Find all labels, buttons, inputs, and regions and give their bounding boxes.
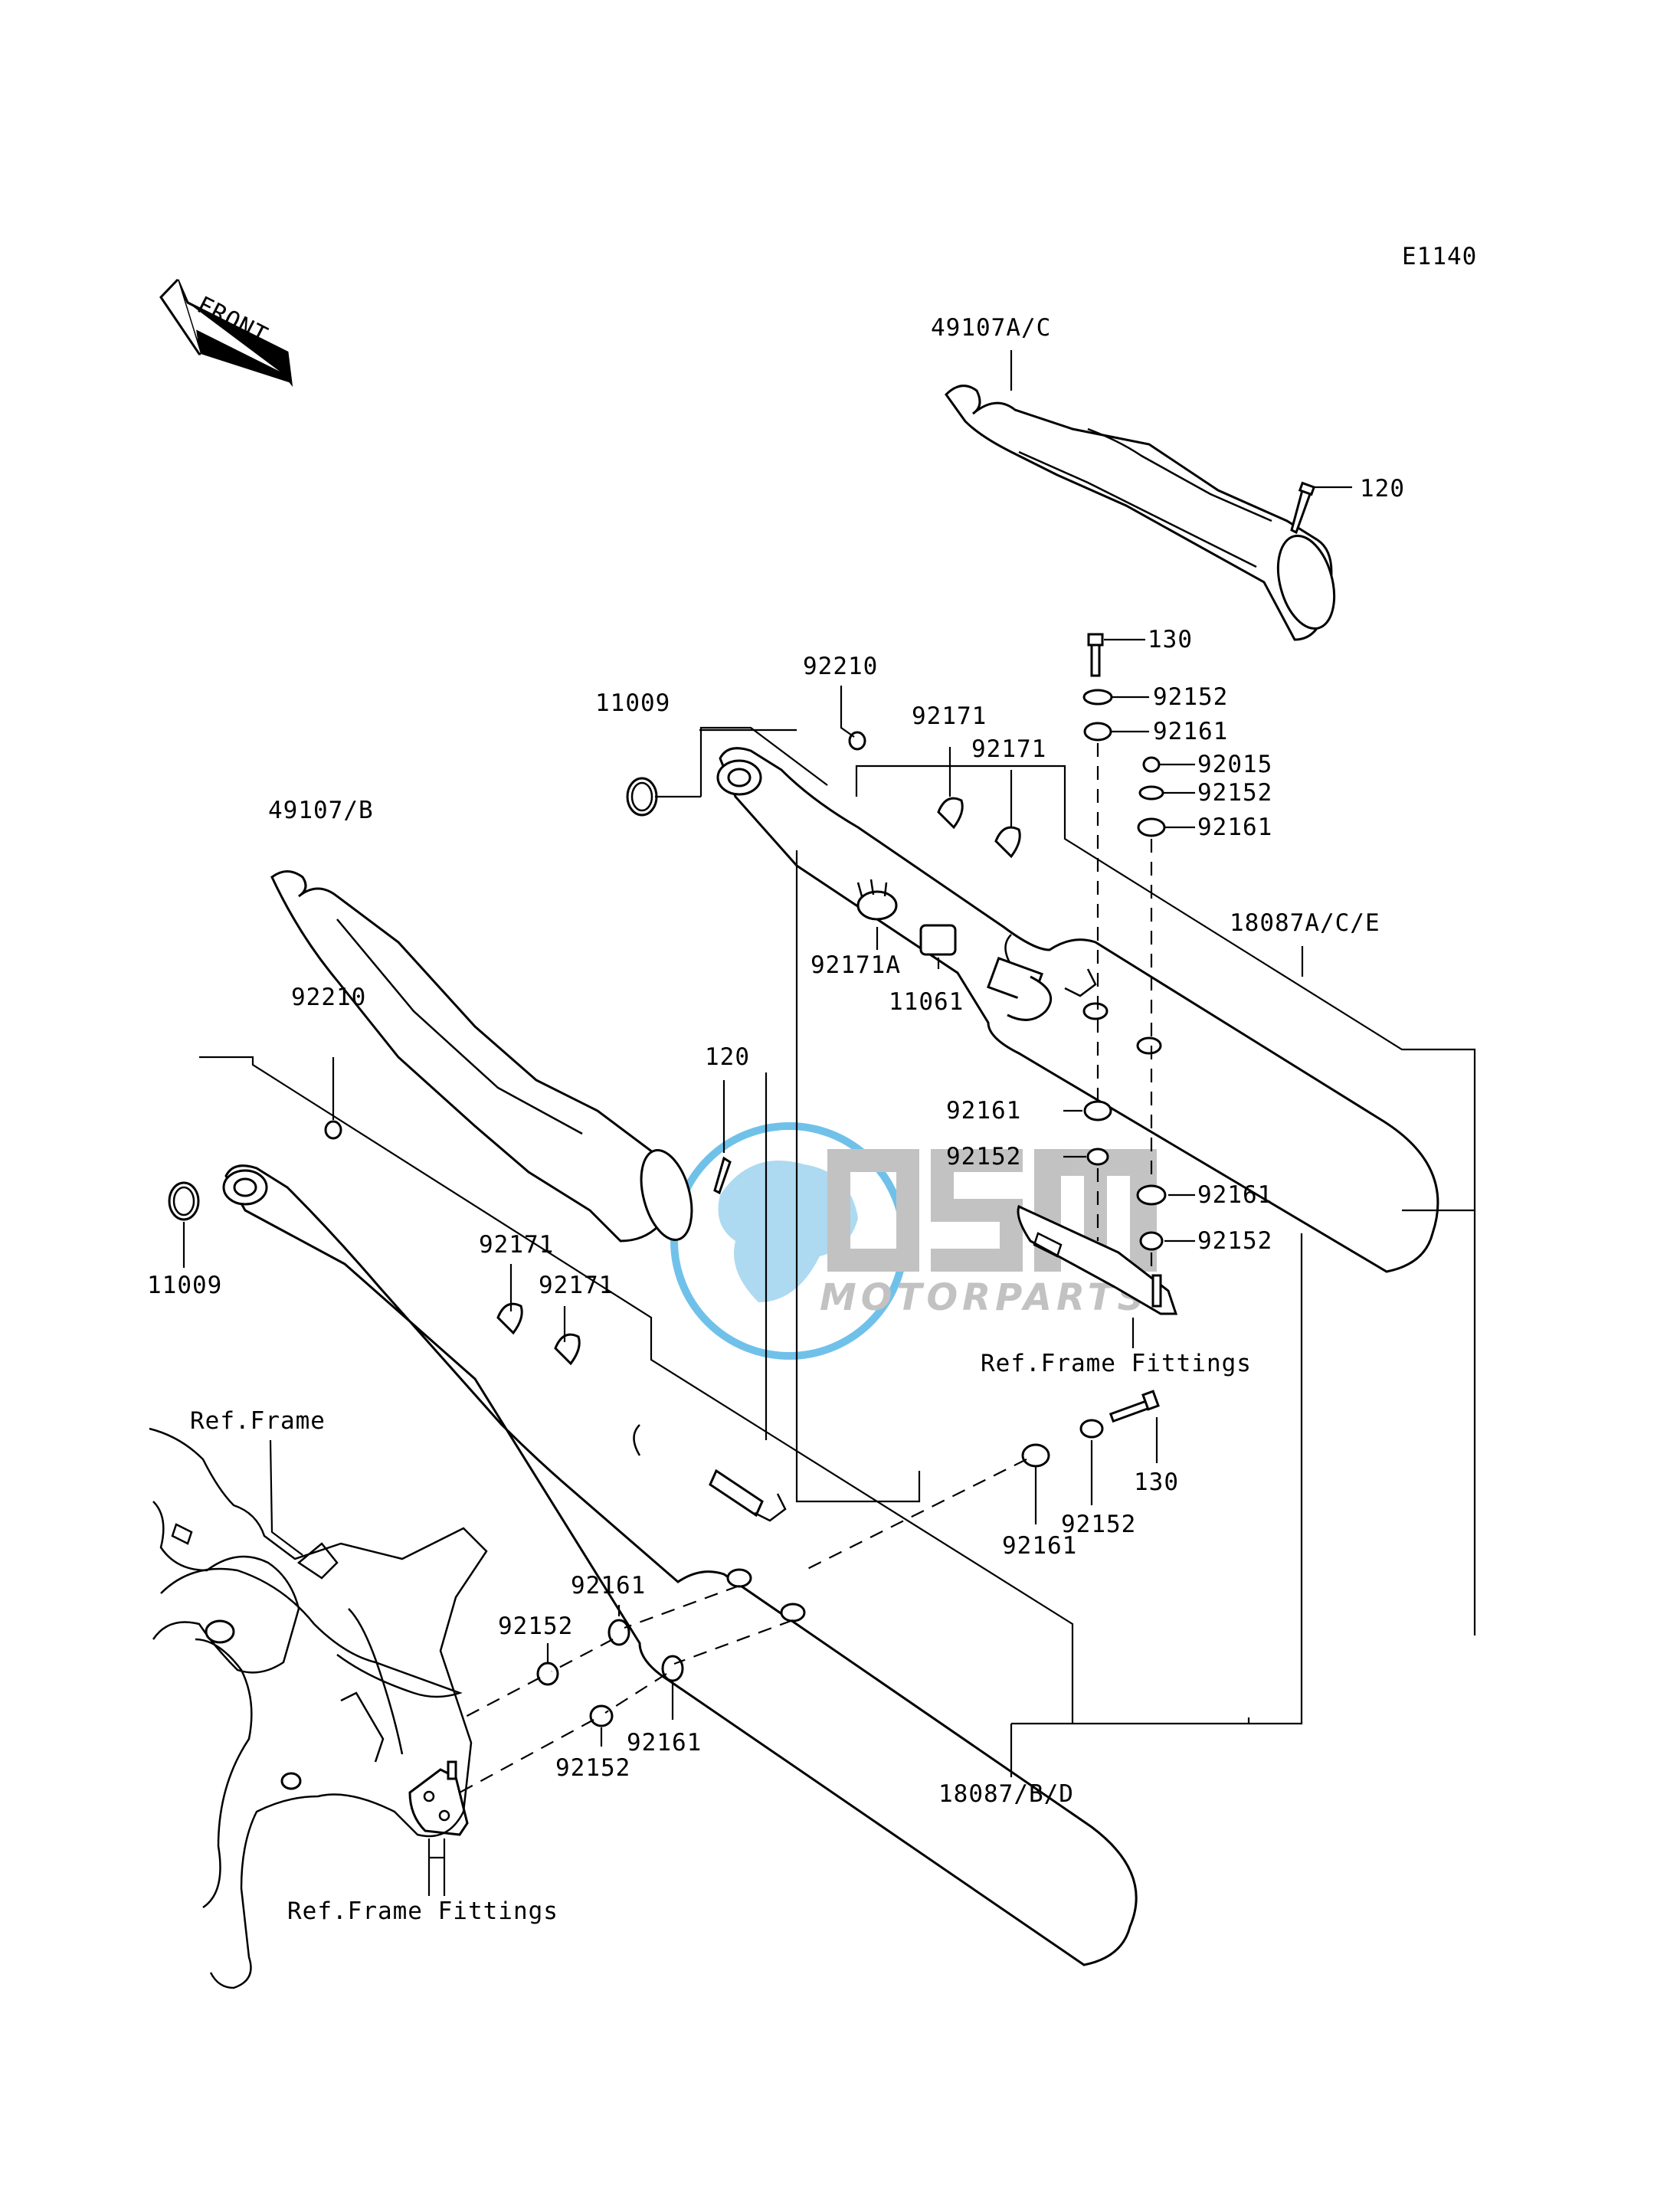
- sleeve-11061: [919, 924, 957, 956]
- muffler-lower: [222, 1164, 1138, 1966]
- washer-92152-d: [1139, 1231, 1164, 1251]
- label-92161-e: 92161: [1002, 1532, 1077, 1560]
- label-92161-a: 92161: [1153, 718, 1228, 745]
- label-92210-left: 92210: [291, 984, 366, 1011]
- screw-120-top: [1290, 481, 1316, 535]
- washer-92152-a: [1082, 689, 1113, 706]
- label-92152-c: 92152: [946, 1143, 1021, 1171]
- label-ref-frame-fittings-left: Ref.Frame Fittings: [287, 1897, 558, 1925]
- gasket-11009-top: [626, 777, 658, 817]
- screw-120-mid: [713, 1156, 732, 1195]
- label-18087bd: 18087/B/D: [938, 1780, 1074, 1808]
- label-92171-c: 92171: [479, 1231, 554, 1259]
- gasket-11009-left: [168, 1181, 200, 1221]
- grommet-92161-c: [1083, 1100, 1112, 1121]
- label-49107b: 49107/B: [268, 797, 374, 824]
- nut-92210-left: [324, 1120, 342, 1140]
- grommet-92161-g: [661, 1655, 684, 1682]
- clamps-92171-upper: [937, 797, 1021, 859]
- bolt-130-bottom: [1109, 1390, 1160, 1423]
- label-92210-top: 92210: [803, 653, 878, 680]
- label-92171-b: 92171: [971, 735, 1046, 763]
- nut-92015: [1142, 756, 1161, 773]
- label-92152-a: 92152: [1153, 683, 1228, 711]
- label-130-top: 130: [1148, 626, 1193, 653]
- label-92171-d: 92171: [539, 1272, 614, 1299]
- label-92161-b: 92161: [1197, 814, 1272, 841]
- label-92152-b: 92152: [1197, 779, 1272, 807]
- heat-shield-upper: [945, 385, 1336, 641]
- label-11009-top: 11009: [595, 689, 670, 717]
- frame-fitting-left: [408, 1760, 469, 1836]
- frame-fitting-right: [1017, 1204, 1178, 1315]
- grommet-92161-b: [1137, 817, 1166, 837]
- washer-92152-e: [1079, 1419, 1104, 1439]
- diagram-code: E1140: [1402, 243, 1477, 270]
- watermark-brand: [827, 1149, 1157, 1272]
- assembly-brackets: [199, 765, 1476, 1724]
- label-18087ace: 18087A/C/E: [1230, 909, 1380, 937]
- washer-92152-c: [1086, 1148, 1109, 1166]
- part-labels: 49107A/C 120 130 92210 92152 11009 92161…: [147, 314, 1405, 1925]
- connector-pipe-upper: [987, 957, 1053, 1021]
- grommet-92161-e: [1021, 1443, 1050, 1468]
- washer-92152-g: [589, 1704, 614, 1727]
- label-92152-e: 92152: [1061, 1511, 1136, 1538]
- label-11061: 11061: [889, 988, 964, 1016]
- label-11009-left: 11009: [147, 1272, 222, 1299]
- heat-shield-left: [270, 870, 693, 1243]
- front-arrow-icon: FRONT: [159, 278, 293, 388]
- label-92161-d: 92161: [1197, 1181, 1272, 1209]
- label-ref-frame: Ref.Frame: [190, 1407, 326, 1435]
- washer-92152-f: [536, 1662, 559, 1686]
- label-92171-a: 92171: [912, 702, 987, 730]
- frame-reference: [149, 1427, 488, 1989]
- label-92015: 92015: [1197, 751, 1272, 778]
- label-120-mid: 120: [705, 1043, 750, 1071]
- label-ref-frame-fittings-right: Ref.Frame Fittings: [981, 1350, 1252, 1377]
- label-92152-g: 92152: [555, 1754, 630, 1782]
- clamps-92171-lower: [496, 1302, 581, 1366]
- label-49107ac: 49107A/C: [931, 314, 1051, 342]
- bolt-130-top: [1087, 633, 1104, 677]
- label-92161-g: 92161: [627, 1729, 702, 1757]
- osm-watermark: MOTORPARTS: [670, 1122, 1157, 1360]
- clamp-92171a: [856, 879, 898, 921]
- label-130-bottom: 130: [1134, 1468, 1179, 1496]
- label-92152-d: 92152: [1197, 1227, 1272, 1255]
- grommet-92161-d: [1136, 1184, 1167, 1206]
- leader-lines: [182, 350, 1476, 1896]
- label-92161-c: 92161: [946, 1097, 1021, 1125]
- label-92152-f: 92152: [498, 1613, 573, 1640]
- muffler-upper: [716, 747, 1439, 1273]
- label-92171a: 92171A: [811, 951, 901, 979]
- label-92161-f: 92161: [571, 1572, 646, 1599]
- watermark-sub: MOTORPARTS: [820, 1276, 1148, 1319]
- washer-92152-b: [1138, 785, 1164, 801]
- dashed-mount-lines: [459, 743, 1153, 1793]
- label-120-top: 120: [1360, 475, 1405, 503]
- grommet-92161-f: [607, 1619, 630, 1646]
- grommet-92161-a: [1083, 722, 1112, 742]
